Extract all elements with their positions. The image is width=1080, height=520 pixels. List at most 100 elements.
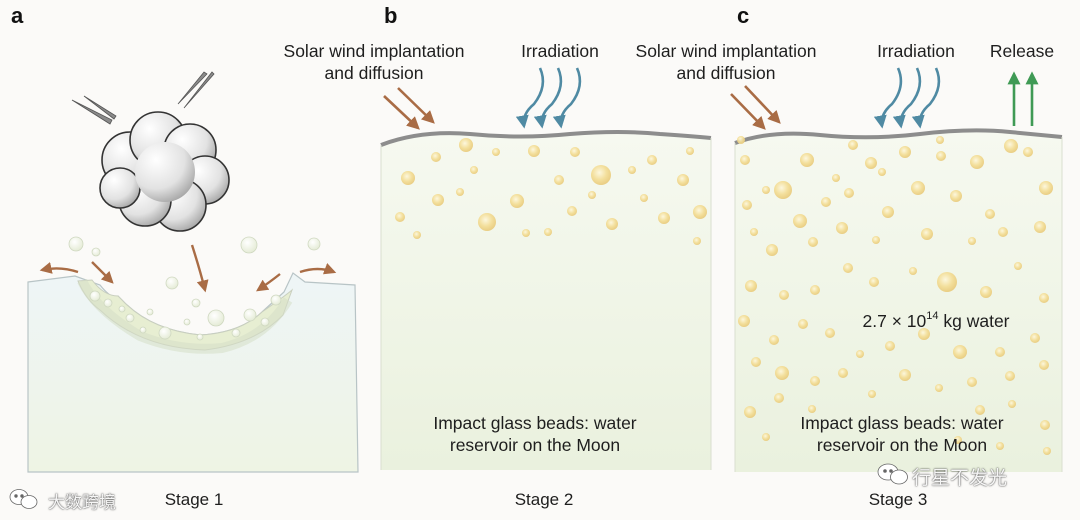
glass-bead <box>856 350 864 358</box>
panel-c-release-label: Release <box>989 41 1055 61</box>
glass-bead <box>1014 262 1022 270</box>
glass-bead <box>810 376 820 386</box>
glass-bead <box>921 228 933 240</box>
glass-bead <box>567 206 577 216</box>
wechat-icon-left <box>9 489 38 509</box>
glass-bead <box>975 405 985 415</box>
ejecta-arrow-right <box>299 263 337 275</box>
glass-bead <box>528 145 540 157</box>
glass-bead <box>872 236 880 244</box>
stage-1-label: Stage 1 <box>164 490 224 509</box>
glass-bead <box>775 366 789 380</box>
glass-bead <box>798 319 808 329</box>
glass-bead <box>554 175 564 185</box>
glass-bead <box>742 200 752 210</box>
panel-c-irradiation-label: Irradiation <box>877 41 955 61</box>
glass-bead <box>836 222 848 234</box>
glass-bead <box>677 174 689 186</box>
impact-arrow <box>190 244 209 293</box>
glass-bead <box>967 377 977 387</box>
glass-bead <box>432 194 444 206</box>
glass-bead <box>996 442 1004 450</box>
impact-cloud <box>99 111 230 232</box>
stage-2-label: Stage 2 <box>514 490 574 509</box>
panel-b-glass-label: Impact glass beads: water reservoir on t… <box>405 412 665 456</box>
panel-b-glass-line1: Impact glass beads: water <box>433 413 637 433</box>
panel-c-beads <box>737 136 1053 455</box>
glass-bead <box>658 212 670 224</box>
glass-bead <box>821 197 831 207</box>
panel-c-glass-line2: reservoir on the Moon <box>816 435 988 455</box>
water-amount-base: 2.7 × 10 <box>862 311 927 331</box>
glass-bead <box>738 315 750 327</box>
glass-bead <box>936 136 944 144</box>
glass-bead <box>431 152 441 162</box>
glass-bead <box>868 390 876 398</box>
glass-bead <box>844 188 854 198</box>
glass-bead <box>401 171 415 185</box>
glass-bead <box>810 285 820 295</box>
glass-bead <box>1043 447 1051 455</box>
glass-bead <box>825 328 835 338</box>
solar-wind-arrow-c2 <box>744 85 781 124</box>
glass-bead <box>936 151 946 161</box>
glass-bead <box>980 286 992 298</box>
glass-bead <box>750 228 758 236</box>
glass-bead <box>970 155 984 169</box>
glass-bead <box>1005 371 1015 381</box>
glass-bead <box>882 206 894 218</box>
glass-bead <box>1040 420 1050 430</box>
glass-bead <box>395 212 405 222</box>
glass-bead <box>968 237 976 245</box>
glass-bead <box>762 186 770 194</box>
glass-bead <box>899 146 911 158</box>
glass-bead <box>1008 400 1016 408</box>
panel-c-solar-wind-line1: Solar wind implantation <box>635 41 817 61</box>
glass-bead <box>459 138 473 152</box>
glass-bead <box>591 165 611 185</box>
panel-b-solar-wind-line1: Solar wind implantation <box>283 41 465 61</box>
glass-bead <box>769 335 779 345</box>
panel-b-irradiation-label: Irradiation <box>521 41 599 61</box>
watermark-right: 行星不发光 <box>912 467 1008 489</box>
irradiation-arrow-c3 <box>911 67 941 129</box>
infall-arrow-right <box>256 273 281 292</box>
panel-c-glass-line1: Impact glass beads: water <box>800 413 1004 433</box>
panel-b-solar-wind-label: Solar wind implantation and diffusion <box>265 40 483 84</box>
glass-bead <box>995 347 1005 357</box>
glass-bead <box>413 231 421 239</box>
glass-bead <box>869 277 879 287</box>
glass-bead <box>911 181 925 195</box>
panel-c-solar-wind-label: Solar wind implantation and diffusion <box>617 40 835 84</box>
water-amount-exponent: 14 <box>926 310 939 322</box>
glass-bead <box>998 227 1008 237</box>
water-amount-label: 2.7 × 1014 kg water <box>846 310 1026 332</box>
ejecta-arrow-left <box>39 262 79 274</box>
glass-bead <box>640 194 648 202</box>
glass-bead <box>935 384 943 392</box>
glass-bead <box>848 140 858 150</box>
glass-bead <box>885 341 895 351</box>
glass-bead <box>751 357 761 367</box>
irradiation-arrow-b1 <box>515 67 545 129</box>
glass-bead <box>686 147 694 155</box>
irradiation-arrow-b2 <box>533 67 563 129</box>
glass-bead <box>937 272 957 292</box>
glass-bead <box>647 155 657 165</box>
glass-bead <box>985 209 995 219</box>
glass-bead <box>774 181 792 199</box>
stage-3-label: Stage 3 <box>868 490 928 509</box>
glass-bead <box>865 157 877 169</box>
panel-b-regolith <box>381 132 711 470</box>
infall-arrow-left <box>91 261 114 284</box>
glass-bead <box>1030 333 1040 343</box>
glass-bead <box>1039 293 1049 303</box>
watermark-left: 大数跨境 <box>48 493 116 513</box>
irradiation-arrow-b3 <box>552 67 582 129</box>
water-amount-unit: kg water <box>938 311 1010 331</box>
glass-bead <box>1039 181 1053 195</box>
glass-bead <box>1004 139 1018 153</box>
glass-bead <box>544 228 552 236</box>
glass-bead <box>570 147 580 157</box>
